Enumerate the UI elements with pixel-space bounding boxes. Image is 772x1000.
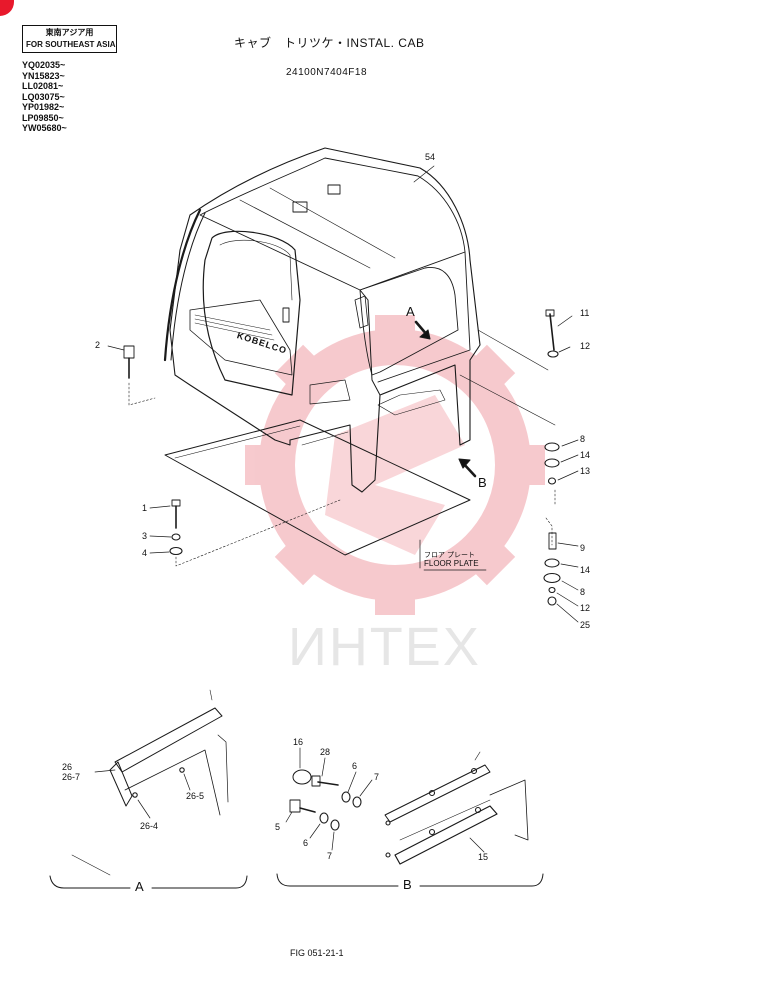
- callout-5: 5: [275, 822, 281, 832]
- callout-25: 25: [580, 620, 591, 630]
- diagram-title: キャブ トリツケ・INSTAL. CAB: [234, 36, 425, 50]
- callout-14: 14: [580, 565, 591, 575]
- callout-11: 11: [580, 308, 590, 318]
- detail-b-label: B: [403, 877, 412, 892]
- callout-54: 54: [425, 152, 436, 162]
- callout-7: 7: [374, 772, 380, 782]
- view-b-arrow-label: B: [478, 475, 487, 490]
- callout-14: 14: [580, 450, 591, 460]
- callout-2: 2: [95, 340, 101, 350]
- serial-list: YQ02035~ YN15823~ LL02081~ LQ03075~ YP01…: [22, 60, 67, 134]
- callout-12: 12: [580, 603, 591, 613]
- callout-16: 16: [293, 737, 304, 747]
- callout-15: 15: [478, 852, 489, 862]
- view-a-arrow-label: A: [406, 304, 415, 319]
- callout-28: 28: [320, 747, 331, 757]
- callout-7: 7: [327, 851, 333, 861]
- detail-a-label: A: [135, 879, 144, 894]
- callout-26-5: 26-5: [186, 791, 205, 801]
- callout-26-7: 26-7: [62, 772, 81, 782]
- callout-13: 13: [580, 466, 591, 476]
- callout-9: 9: [580, 543, 586, 553]
- callout-8: 8: [580, 434, 586, 444]
- serial-item: YN15823~: [22, 70, 65, 81]
- callout-26-4: 26-4: [140, 821, 159, 831]
- callout-26: 26: [62, 762, 73, 772]
- serial-item: YW05680~: [22, 123, 67, 133]
- floor-plate-en: FLOOR PLATE: [424, 559, 479, 568]
- serial-item: LP09850~: [22, 112, 64, 123]
- callout-8: 8: [580, 587, 586, 597]
- callout-4: 4: [142, 548, 148, 558]
- serial-item: LQ03075~: [22, 91, 65, 102]
- callout-6: 6: [352, 761, 358, 771]
- callout-1: 1: [142, 503, 148, 513]
- callout-6: 6: [303, 838, 309, 848]
- serial-item: LL02081~: [22, 81, 64, 91]
- part-number: 24100N7404F18: [286, 67, 368, 78]
- floor-plate-jp: フロア プレート: [424, 552, 475, 559]
- callout-12: 12: [580, 341, 591, 351]
- region-jp: 東南アジア用: [45, 28, 94, 37]
- figure-number: FIG 051-21-1: [290, 948, 344, 958]
- region-en: FOR SOUTHEAST ASIA: [26, 40, 116, 49]
- serial-item: YP01982~: [22, 102, 65, 112]
- serial-item: YQ02035~: [22, 60, 66, 70]
- region-box: 東南アジア用 FOR SOUTHEAST ASIA: [22, 25, 117, 53]
- callout-3: 3: [142, 531, 148, 541]
- watermark-text: ИНТЕХ: [288, 617, 481, 677]
